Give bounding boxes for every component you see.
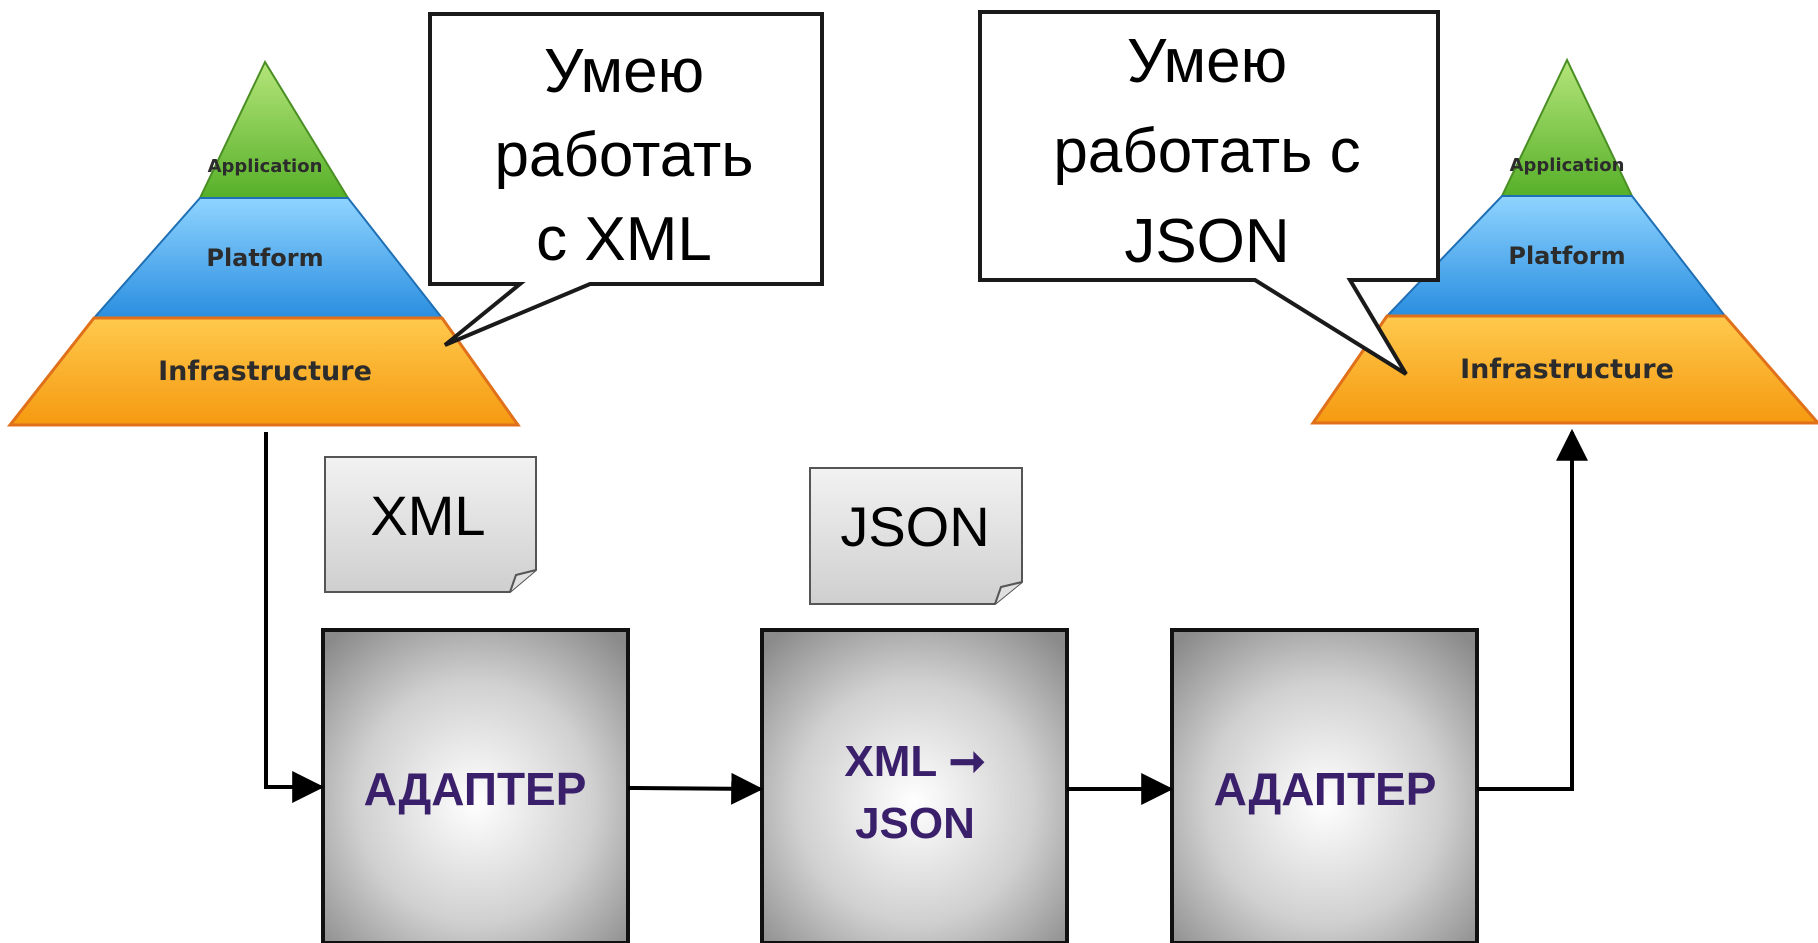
json-document: JSON [809,467,1023,605]
left-pyramid: Application Platform Infrastructure [6,59,521,427]
xml-document-label: XML [370,484,485,547]
right-pyramid-infrastructure-layer [1310,314,1818,425]
arrow-left-pyramid-to-adapter [264,432,325,803]
arrow-adapter-to-converter [627,772,764,805]
xml-document-fold [509,569,537,593]
left-pyramid-platform-label: Platform [206,244,323,272]
converter-label-line-1: XML ➞ [844,737,985,786]
right-bubble-line-3: JSON [1124,207,1289,276]
right-bubble-line-2: работать с [1053,117,1360,186]
arrow-adapter-to-right-pyramid [1477,428,1588,791]
connectors [264,428,1588,805]
right-pyramid-application-label: Application [1510,155,1625,176]
left-bubble-line-2: работать [494,121,753,190]
converter-label-line-2: JSON [855,799,975,848]
right-pyramid-infrastructure-label: Infrastructure [1460,354,1674,385]
left-speech-bubble: Умею работать с XML [428,12,824,347]
json-document-fold [994,581,1023,605]
right-pyramid: Application Platform Infrastructure [1310,57,1818,425]
left-pyramid-application-label: Application [208,156,323,177]
xml-document: XML [324,456,537,593]
left-pyramid-infrastructure-layer [6,316,521,427]
left-bubble-line-1: Умею [544,37,704,106]
converter-box: XML ➞ JSON [760,628,1069,943]
left-pyramid-infrastructure-label: Infrastructure [158,356,372,387]
json-document-label: JSON [840,495,989,558]
adapter-right-label: АДАПТЕР [1214,763,1437,815]
right-speech-bubble: Умею работать с JSON [978,10,1440,376]
right-pyramid-platform-label: Platform [1508,242,1625,270]
adapter-left-label: АДАПТЕР [364,763,587,815]
right-speech-bubble-shape [978,10,1440,376]
right-bubble-line-1: Умею [1127,27,1287,96]
adapter-right-box: АДАПТЕР [1170,628,1479,943]
left-pyramid-application-layer [198,59,350,199]
left-speech-bubble-shape [428,12,824,347]
left-bubble-line-3: с XML [536,205,712,274]
adapter-left-box: АДАПТЕР [321,628,630,943]
